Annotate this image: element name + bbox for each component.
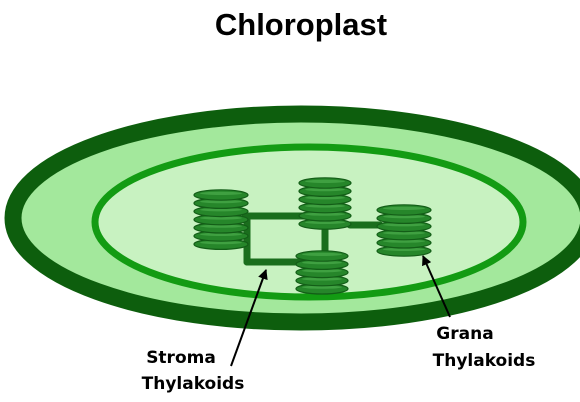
thylakoid-disc-highlight bbox=[383, 207, 425, 210]
thylakoid-disc-highlight bbox=[305, 180, 345, 183]
granum-stack-right bbox=[377, 205, 431, 256]
thylakoid-disc bbox=[296, 251, 348, 261]
granum-stack-center-bottom bbox=[296, 251, 348, 294]
granum-stack-center-top bbox=[299, 178, 351, 229]
diagram-title: Chloroplast bbox=[215, 7, 387, 42]
stroma-label-line1: Stroma bbox=[146, 348, 216, 368]
granum-stack-left bbox=[194, 190, 248, 250]
stroma-label-line2: Thylakoids bbox=[142, 374, 245, 394]
thylakoid-disc-highlight bbox=[200, 192, 242, 195]
grana-label-line2: Thylakoids bbox=[433, 351, 536, 371]
thylakoid-disc bbox=[299, 178, 351, 188]
grana-label-line1: Grana bbox=[436, 324, 493, 344]
thylakoid-disc bbox=[377, 205, 431, 215]
thylakoid-disc bbox=[194, 190, 248, 200]
thylakoid-disc-highlight bbox=[302, 253, 342, 256]
